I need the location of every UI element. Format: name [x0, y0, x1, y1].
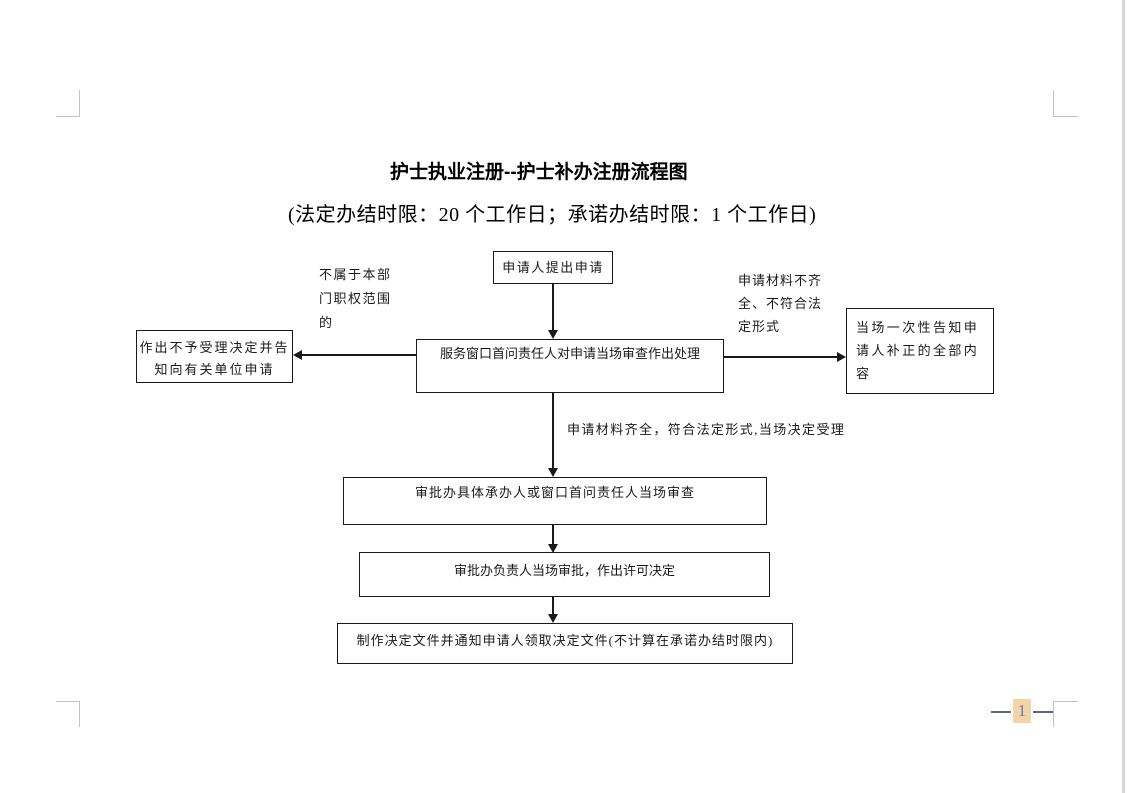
cropmark-top-right-horizontal	[1053, 116, 1078, 117]
arrowhead-right-icon	[837, 352, 846, 362]
page-subtitle: (法定办结时限：20 个工作日；承诺办结时限：1 个工作日)	[288, 204, 817, 226]
flow-node-start-label: 申请人提出申请	[502, 260, 604, 275]
flow-node-reject-notice: 作出不予受理决定并告知向有关单位申请	[136, 330, 293, 383]
connector-start-to-window	[552, 284, 554, 331]
arrowhead-down-icon	[548, 614, 558, 623]
edge-label-material-complete: 申请材料齐全，符合法定形式,当场决定受理	[567, 422, 846, 437]
connector-window-to-notice	[724, 356, 837, 358]
flow-node-start: 申请人提出申请	[493, 251, 613, 284]
arrowhead-down-icon	[548, 330, 558, 339]
connector-approve-to-issue	[552, 597, 554, 615]
cropmark-bottom-right-horizontal	[1053, 701, 1078, 702]
cropmark-top-left-horizontal	[56, 116, 80, 117]
flow-node-issue-document-label: 制作决定文件并通知申请人领取决定文件(不计算在承诺办结时限内)	[356, 633, 774, 648]
page-number-dash-left	[991, 711, 1011, 713]
cropmark-top-left-vertical	[79, 90, 80, 117]
page-number-field: 1	[1013, 699, 1031, 723]
connector-window-to-reject	[302, 354, 416, 356]
flow-node-leader-approve-label: 审批办负责人当场审批，作出许可决定	[453, 563, 675, 578]
page-number: 1	[1017, 701, 1027, 720]
flow-node-window-review-label: 服务窗口首问责任人对申请当场审查作出处理	[439, 346, 700, 361]
flow-node-onsite-check: 审批办具体承办人或窗口首问责任人当场审查	[343, 477, 767, 525]
arrowhead-down-icon	[548, 544, 558, 553]
connector-check-to-approve	[552, 525, 554, 545]
page-title: 护士执业注册--护士补办注册流程图	[390, 162, 688, 183]
flow-node-reject-notice-label: 作出不予受理决定并告知向有关单位申请	[139, 340, 290, 377]
arrowhead-down-icon	[548, 468, 558, 477]
flow-node-window-review: 服务窗口首问责任人对申请当场审查作出处理	[416, 339, 724, 393]
cropmark-bottom-left-horizontal	[56, 701, 80, 702]
flow-node-issue-document: 制作决定文件并通知申请人领取决定文件(不计算在承诺办结时限内)	[337, 623, 793, 664]
flow-node-onetime-notice-label: 当场一次性告知申请人补正的全部内容	[856, 320, 980, 381]
connector-window-to-check	[552, 393, 554, 469]
page-edge-line	[1122, 0, 1125, 793]
page-number-dash-right	[1033, 711, 1053, 713]
flow-node-onetime-notice: 当场一次性告知申请人补正的全部内容	[846, 308, 994, 394]
flow-node-onsite-check-label: 审批办具体承办人或窗口首问责任人当场审查	[414, 485, 695, 500]
cropmark-bottom-right-vertical	[1053, 701, 1054, 727]
cropmark-bottom-left-vertical	[79, 701, 80, 727]
cropmark-top-right-vertical	[1053, 90, 1054, 117]
arrowhead-left-icon	[293, 350, 302, 360]
edge-label-material-incomplete: 申请材料不齐全、不符合法定形式	[738, 273, 823, 334]
flow-node-leader-approve: 审批办负责人当场审批，作出许可决定	[359, 552, 770, 597]
edge-label-not-in-authority: 不属于本部门职权范围的	[319, 267, 392, 330]
